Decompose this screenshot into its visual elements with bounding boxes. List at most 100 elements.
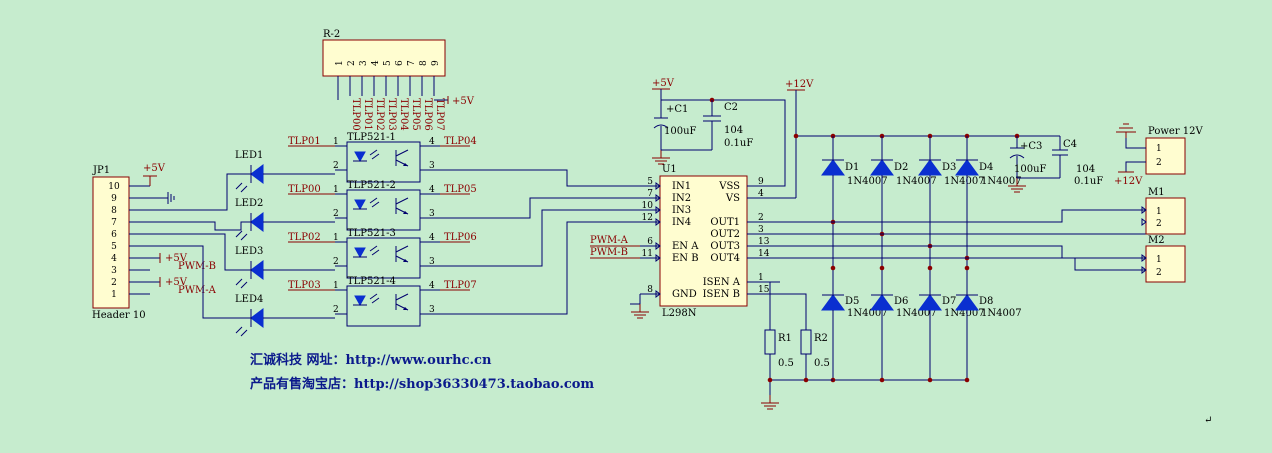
pin-number: 4	[429, 185, 435, 195]
vcc-label: +5V	[165, 277, 188, 288]
junction-dot	[879, 377, 885, 383]
jp1-body	[92, 176, 130, 309]
r-2-net-label: TLP05	[410, 98, 421, 131]
diode-triangle	[821, 294, 845, 311]
junction-dot	[793, 133, 799, 139]
pin-number: 1	[1156, 144, 1162, 154]
c2-value2: 0.1uF	[724, 138, 753, 149]
u1-pin-name: OUT2	[710, 229, 740, 240]
diode-ref: D7	[942, 296, 956, 307]
opto-led	[354, 199, 366, 211]
wire	[440, 169, 659, 187]
led-light-arrow	[240, 329, 248, 337]
c4-value: 104	[1076, 164, 1095, 175]
pwm-a-label: PWM-A	[590, 235, 629, 246]
u1-pin-number: 1	[758, 273, 764, 283]
tlp-net-label: TLP07	[444, 280, 477, 291]
pin-number: 2	[1156, 268, 1162, 278]
r-2-pin-number: 5	[383, 60, 393, 66]
jp1-pin-number: 9	[111, 194, 117, 204]
pin-number: 1	[1156, 207, 1162, 217]
c3-plate-curve	[1009, 154, 1025, 159]
pin-number: 4	[429, 281, 435, 291]
connector-pin-arrow	[1141, 254, 1147, 262]
jp1-ref: JP1	[92, 165, 110, 176]
diode-part: 1N4007	[981, 308, 1022, 319]
u1-pin-arrow	[655, 182, 661, 190]
u1-pin-name: EN B	[672, 253, 699, 264]
u1-pin-number: 13	[758, 237, 770, 247]
pin-number: 4	[429, 233, 435, 243]
u1-pin-number: 7	[647, 189, 653, 199]
jp1-pin-number: 7	[111, 218, 117, 228]
wire	[780, 245, 1146, 259]
led-triangle	[250, 164, 264, 184]
diode-triangle	[870, 159, 894, 176]
u1-pin-number: 5	[647, 177, 653, 187]
l298n-body	[659, 175, 748, 307]
led-ref: LED3	[235, 246, 263, 257]
u1-pin-number: 3	[758, 225, 764, 235]
diode-ref: D5	[845, 296, 859, 307]
wire	[150, 221, 251, 231]
u1-pin-arrow	[655, 242, 661, 250]
wire	[1125, 138, 1146, 149]
connector-pin-arrow	[1141, 218, 1147, 226]
optocoupler-ref: TLP521-1	[347, 132, 396, 143]
pin-number: 1	[333, 281, 339, 291]
vcc-label: +12V	[1114, 176, 1143, 187]
opto-led	[354, 151, 366, 163]
u1-pin-number: 4	[758, 189, 764, 199]
wire	[150, 245, 251, 319]
led-light-arrow	[235, 326, 243, 334]
led-ref: LED2	[235, 198, 263, 209]
c4-ref: C4	[1063, 139, 1077, 150]
u1-pin-arrow	[655, 194, 661, 202]
m2-body	[1145, 245, 1186, 283]
u1-pin-name: ISEN B	[703, 289, 740, 300]
pin-number: 1	[1156, 255, 1162, 265]
tlp-net-label: TLP03	[288, 280, 321, 291]
r1-value: 0.5	[778, 358, 794, 369]
c3-value: 100uF	[1014, 164, 1047, 175]
jp1-pin-number: 6	[111, 230, 117, 240]
u1-pin-name: EN A	[672, 241, 699, 252]
pin-number: 3	[429, 209, 435, 219]
jp1-name: Header 10	[92, 310, 146, 321]
opto-light-arrow	[371, 249, 380, 256]
opto-light-arrow	[371, 201, 380, 208]
led-light-arrow	[240, 281, 248, 289]
footer-website: 汇诚科技 网址：http://www.ourhc.cn	[250, 352, 492, 368]
diode-triangle	[918, 159, 942, 176]
pin-number: 2	[333, 257, 339, 267]
u1-ref: U1	[662, 164, 677, 175]
pin-number: 2	[333, 161, 339, 171]
opto-emitter-arrow	[403, 259, 408, 262]
pin-number: 2	[333, 305, 339, 315]
c4-value2: 0.1uF	[1074, 176, 1103, 187]
opto-light-arrow	[371, 153, 380, 160]
optocoupler-ref: TLP521-2	[347, 180, 396, 191]
pwm-a-label: PWM-A	[178, 285, 217, 296]
power-connector-body	[1145, 137, 1186, 175]
wire	[780, 222, 1147, 235]
diode-part: 1N4007	[896, 308, 937, 319]
jp1-pin-number: 1	[111, 290, 117, 300]
pin-number: 3	[429, 257, 435, 267]
wire	[769, 281, 780, 330]
r-2-pin-number: 3	[359, 60, 369, 66]
r-2-net-label: TLP03	[386, 98, 397, 131]
u1-pin-name: OUT1	[710, 217, 740, 228]
diode-part: 1N4007	[944, 176, 985, 187]
led-triangle	[250, 212, 264, 232]
opto-led	[354, 295, 366, 307]
optocoupler-body	[346, 189, 421, 231]
jp1-pin-number: 5	[111, 242, 117, 252]
u1-pin-number: 6	[647, 237, 653, 247]
diode-part: 1N4007	[847, 176, 888, 187]
led-light-arrow	[235, 278, 243, 286]
r1-body	[764, 329, 776, 355]
r-2-pin-number: 7	[407, 60, 417, 66]
